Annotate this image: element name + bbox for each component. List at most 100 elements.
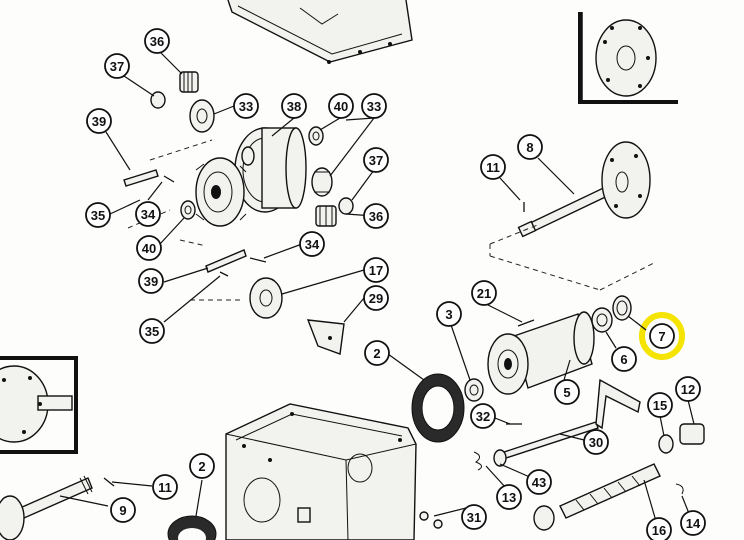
- callout-number: 5: [563, 385, 570, 400]
- callout-circle: [85, 202, 111, 228]
- callout-37: 37: [363, 147, 389, 173]
- callout-7-highlight: [639, 312, 685, 360]
- callout-29: 29: [363, 285, 389, 311]
- callout-number: 11: [158, 480, 172, 495]
- callout-36: 36: [363, 203, 389, 229]
- callout-12: 12: [675, 376, 701, 402]
- callout-35: 35: [139, 318, 165, 344]
- callout-circle: [526, 469, 552, 495]
- callout-circle: [436, 301, 462, 327]
- callout-number: 12: [681, 382, 695, 397]
- callout-number: 33: [239, 99, 253, 114]
- callout-number: 34: [305, 237, 320, 252]
- inset-detail-top-right: [578, 12, 678, 104]
- callout-11: 11: [480, 154, 506, 180]
- callout-39: 39: [86, 108, 112, 134]
- callout-number: 30: [589, 435, 603, 450]
- callout-circle: [496, 484, 522, 510]
- callout-circle: [583, 429, 609, 455]
- callout-number: 37: [110, 59, 124, 74]
- callout-circle: [480, 154, 506, 180]
- callout-11: 11: [152, 474, 178, 500]
- callout-circle: [611, 346, 637, 372]
- callout-36: 36: [144, 28, 170, 54]
- callout-circle: [361, 93, 387, 119]
- callout-circle: [139, 318, 165, 344]
- callout-number: 40: [142, 241, 156, 256]
- callout-number: 29: [369, 291, 383, 306]
- callout-40: 40: [328, 93, 354, 119]
- callout-32: 32: [470, 403, 496, 429]
- callout-6: 6: [611, 346, 637, 372]
- callout-9: 9: [110, 497, 136, 523]
- callout-circle: [363, 203, 389, 229]
- callout-number: 39: [92, 114, 106, 129]
- callout-circle: [363, 257, 389, 283]
- callout-circle: [328, 93, 354, 119]
- callout-43: 43: [526, 469, 552, 495]
- callout-circle: [470, 403, 496, 429]
- callout-number: 35: [91, 208, 105, 223]
- callout-number: 34: [141, 207, 156, 222]
- callout-40: 40: [136, 235, 162, 261]
- top-cover-gasket: [227, 0, 413, 64]
- callout-5: 5: [554, 379, 580, 405]
- callout-3: 3: [436, 301, 462, 327]
- callout-circle: [675, 376, 701, 402]
- callout-number: 7: [658, 329, 665, 344]
- callout-circle: [104, 53, 130, 79]
- callout-21: 21: [471, 280, 497, 306]
- input-shaft-9: [0, 475, 217, 540]
- callout-8: 8: [517, 134, 543, 160]
- callout-circle: [363, 147, 389, 173]
- callout-circle: [680, 510, 706, 536]
- callout-39: 39: [138, 268, 164, 294]
- callout-circle: [299, 231, 325, 257]
- callout-number: 39: [144, 274, 158, 289]
- callout-number: 15: [653, 398, 667, 413]
- callout-number: 2: [198, 459, 205, 474]
- callout-circle: [86, 108, 112, 134]
- callout-7: 7: [649, 323, 675, 349]
- callout-circle: [233, 93, 259, 119]
- callout-circle: [647, 392, 673, 418]
- callout-circle: [646, 517, 672, 540]
- gasket-2: [411, 373, 465, 443]
- callout-number: 11: [486, 160, 500, 175]
- callout-number: 13: [502, 490, 516, 505]
- callout-circle: [189, 453, 215, 479]
- callout-circle: [281, 93, 307, 119]
- shift-rod-30: [419, 378, 705, 531]
- output-shaft-8: [489, 141, 657, 291]
- callout-34: 34: [299, 231, 325, 257]
- callout-circle: [152, 474, 178, 500]
- callout-15: 15: [647, 392, 673, 418]
- transmission-case: [225, 403, 417, 540]
- callout-circle: [135, 201, 161, 227]
- callout-13: 13: [496, 484, 522, 510]
- callout-circle: [110, 497, 136, 523]
- callout-number: 2: [373, 346, 380, 361]
- callout-number: 3: [445, 307, 452, 322]
- callout-33: 33: [233, 93, 259, 119]
- callout-16: 16: [646, 517, 672, 540]
- callout-number: 33: [367, 99, 381, 114]
- callout-number: 38: [287, 99, 301, 114]
- callout-34: 34: [135, 201, 161, 227]
- callout-circle: [144, 28, 170, 54]
- callout-2: 2: [364, 340, 390, 366]
- callout-circle: [649, 323, 675, 349]
- callout-37: 37: [104, 53, 130, 79]
- callout-31: 31: [461, 504, 487, 530]
- callout-circle: [471, 280, 497, 306]
- callout-number: 8: [526, 140, 533, 155]
- callout-number: 32: [476, 409, 490, 424]
- callout-number: 14: [686, 516, 701, 531]
- callout-35: 35: [85, 202, 111, 228]
- callout-2: 2: [189, 453, 215, 479]
- callout-number: 31: [467, 510, 481, 525]
- callout-number: 17: [369, 263, 383, 278]
- callout-circle: [461, 504, 487, 530]
